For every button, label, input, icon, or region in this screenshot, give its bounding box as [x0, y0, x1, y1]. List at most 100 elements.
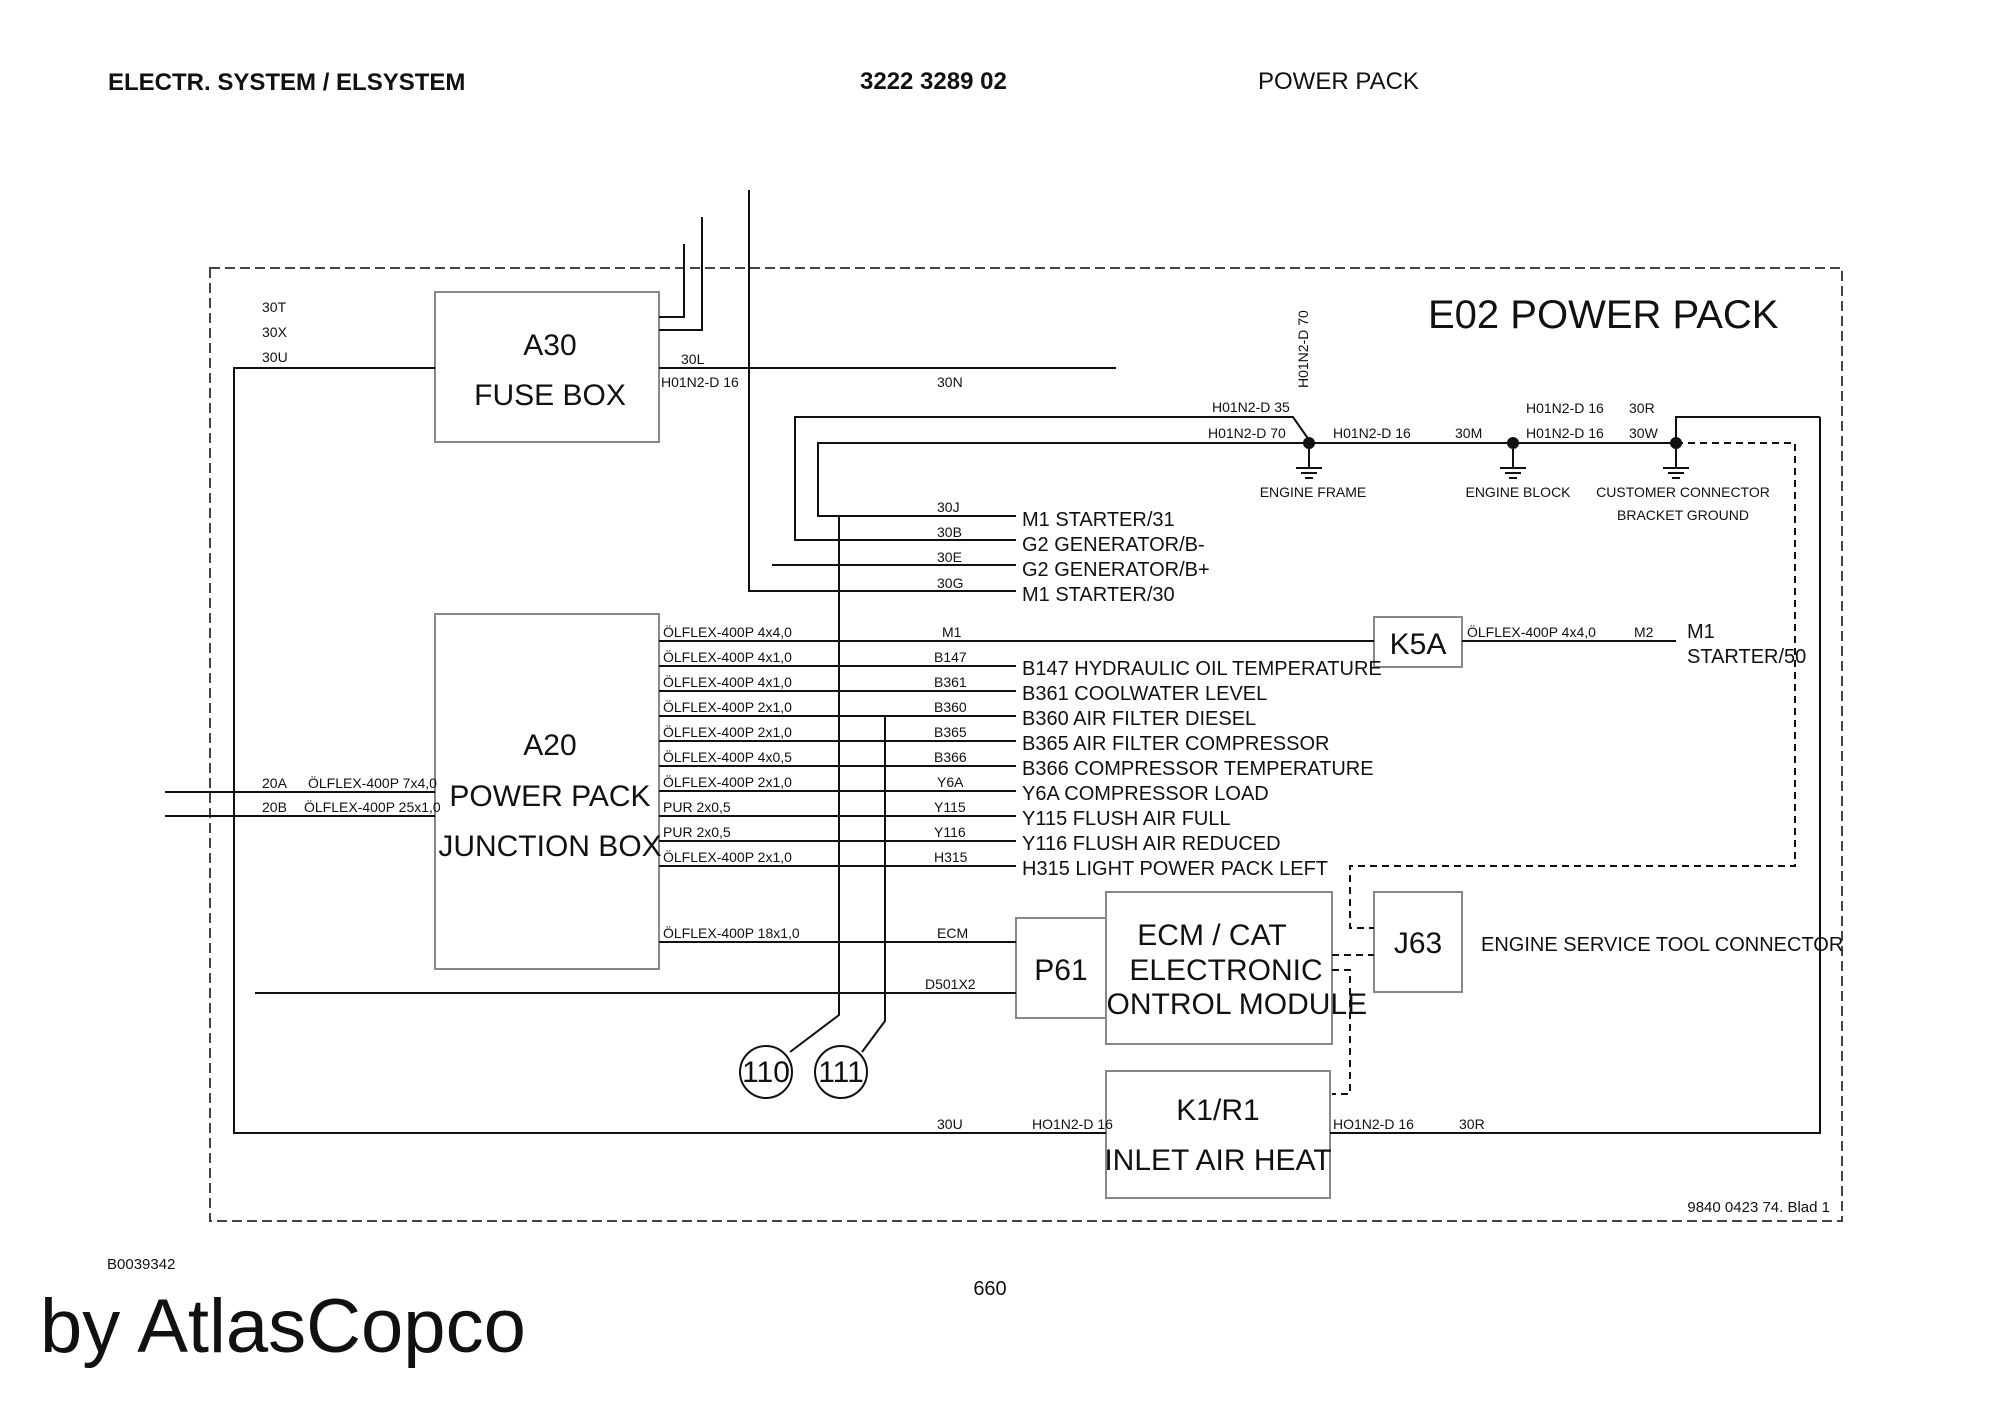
label-y6a: Y6A COMPRESSOR LOAD	[1022, 783, 1269, 805]
wire-d16-right: HO1N2-D 16	[1333, 1116, 1414, 1132]
label-b365: B365 AIR FILTER COMPRESSOR	[1022, 733, 1330, 755]
starter-50-label-1: M1	[1687, 621, 1715, 643]
junction-output-y116: PUR 2x0,5 Y116 Y116 FLUSH AIR REDUCED	[663, 824, 1281, 855]
cable-b365: ÖLFLEX-400P 2x1,0	[663, 723, 792, 740]
engine-frame-label: ENGINE FRAME	[1260, 484, 1367, 500]
junction-output-h315: ÖLFLEX-400P 2x1,0 H315 H315 LIGHT POWER …	[663, 848, 1328, 880]
generator-plus-num: 30E	[937, 549, 962, 565]
label-h315: H315 LIGHT POWER PACK LEFT	[1022, 858, 1328, 880]
input-20b-num: 20B	[262, 799, 287, 815]
generator-minus-num: 30B	[937, 524, 962, 540]
ecm-cable: ÖLFLEX-400P 18x1,0	[663, 924, 800, 941]
wire-30m: 30M	[1455, 425, 1482, 441]
brand-footer: by AtlasCopco	[40, 1284, 526, 1369]
wire-d35: H01N2-D 35	[1212, 399, 1290, 415]
cable-b147: ÖLFLEX-400P 4x1,0	[663, 648, 792, 665]
junction-box-line1: A20	[523, 729, 576, 762]
ecm-line2: ELECTRONIC	[1129, 954, 1322, 987]
junction-output-y6a: ÖLFLEX-400P 2x1,0 Y6A Y6A COMPRESSOR LOA…	[663, 773, 1269, 805]
fuse-box: A30 FUSE BOX	[434, 291, 660, 443]
ref-111-label: 111	[818, 1056, 864, 1089]
wire-d70-vertical: H01N2-D 70	[1295, 310, 1311, 388]
wire-30n: 30N	[937, 374, 963, 390]
wire-30n-cable: H01N2-D 16	[661, 374, 739, 390]
wire-d16-left: HO1N2-D 16	[1032, 1116, 1113, 1132]
starter-50-label-2: STARTER/50	[1687, 646, 1806, 668]
ecm-line1: ECM / CAT	[1137, 919, 1286, 952]
engine-block-ground	[1500, 437, 1526, 479]
junction-output-y115: PUR 2x0,5 Y115 Y115 FLUSH AIR FULL	[663, 799, 1231, 830]
ecm-line3: CONTROL MODULE	[1085, 988, 1367, 1021]
page-number: 660	[973, 1278, 1006, 1300]
dashed-links	[1332, 442, 1796, 1095]
junction-output-b365: ÖLFLEX-400P 2x1,0 B365 B365 AIR FILTER C…	[663, 723, 1330, 755]
ecm-num: ECM	[937, 925, 968, 941]
num-b147: B147	[934, 649, 967, 665]
wire-d16-c: H01N2-D 16	[1526, 425, 1604, 441]
generator-plus-label: G2 GENERATOR/B+	[1022, 559, 1210, 581]
system-boundary	[209, 267, 1843, 1222]
junction-output-b147: ÖLFLEX-400P 4x1,0 B147 B147 HYDRAULIC OI…	[663, 648, 1382, 680]
fuse-input-30u: 30U	[262, 349, 288, 365]
ref-111: 111	[814, 1045, 868, 1099]
input-20b-cable: ÖLFLEX-400P 25x1,0	[304, 798, 441, 815]
header-right: POWER PACK	[1258, 68, 1419, 95]
junction-box-line3: JUNCTION BOX	[438, 830, 661, 863]
fuse-box-line1: A30	[523, 329, 576, 362]
wire-d16-a: H01N2-D 16	[1333, 425, 1411, 441]
k5a-out-cable: ÖLFLEX-400P 4x4,0	[1467, 623, 1596, 640]
junction-output-b360: ÖLFLEX-400P 2x1,0 B360 B360 AIR FILTER D…	[663, 698, 1256, 730]
junction-output-b366: ÖLFLEX-400P 4x0,5 B366 B366 COMPRESSOR T…	[663, 748, 1374, 780]
j63-label: J63	[1394, 927, 1442, 960]
num-b365: B365	[934, 724, 967, 740]
input-20a-num: 20A	[262, 775, 288, 791]
fuse-input-30t: 30T	[262, 299, 287, 315]
customer-ground-label-1: CUSTOMER CONNECTOR	[1596, 484, 1770, 500]
label-y115: Y115 FLUSH AIR FULL	[1022, 808, 1231, 830]
header-left: ELECTR. SYSTEM / ELSYSTEM	[108, 69, 465, 96]
num-y6a: Y6A	[937, 774, 964, 790]
m1-num: M1	[942, 624, 962, 640]
ecm-box: ECM / CAT ELECTRONIC CONTROL MODULE	[1085, 891, 1367, 1045]
label-y116: Y116 FLUSH AIR REDUCED	[1022, 833, 1281, 855]
input-20a-cable: ÖLFLEX-400P 7x4,0	[308, 774, 437, 791]
engine-block-label: ENGINE BLOCK	[1465, 484, 1571, 500]
num-b361: B361	[934, 674, 967, 690]
junction-output-b361: ÖLFLEX-400P 4x1,0 B361 B361 COOLWATER LE…	[663, 673, 1267, 705]
cable-b361: ÖLFLEX-400P 4x1,0	[663, 673, 792, 690]
cable-y6a: ÖLFLEX-400P 2x1,0	[663, 773, 792, 790]
j63-box: J63	[1373, 891, 1463, 993]
cable-y115: PUR 2x0,5	[663, 799, 731, 815]
num-b360: B360	[934, 699, 967, 715]
num-y116: Y116	[934, 824, 966, 840]
heater-line1: K1/R1	[1176, 1094, 1259, 1127]
j63-description: ENGINE SERVICE TOOL CONNECTOR	[1481, 934, 1843, 956]
wire-30r-top: 30R	[1629, 400, 1655, 416]
wire-30u-bottom: 30U	[937, 1116, 963, 1132]
num-y115: Y115	[934, 799, 966, 815]
label-b147: B147 HYDRAULIC OIL TEMPERATURE	[1022, 658, 1382, 680]
engine-frame-ground	[1296, 437, 1322, 479]
p61-box: P61	[1015, 917, 1107, 1019]
starter-wire-num: 30J	[937, 499, 960, 515]
wire-30r-bottom: 30R	[1459, 1116, 1485, 1132]
starter-wire-label: M1 STARTER/31	[1022, 509, 1175, 531]
label-b360: B360 AIR FILTER DIESEL	[1022, 708, 1256, 730]
wire-30w: 30W	[1629, 425, 1659, 441]
ref-110: 110	[739, 1045, 793, 1099]
wire-d70: H01N2-D 70	[1208, 425, 1286, 441]
starter-30-num: 30G	[937, 575, 963, 591]
header-center: 3222 3289 02	[860, 68, 1007, 95]
m1-cable: ÖLFLEX-400P 4x4,0	[663, 623, 792, 640]
cable-y116: PUR 2x0,5	[663, 824, 731, 840]
junction-box-line2: POWER PACK	[449, 780, 650, 813]
heater-line2: INLET AIR HEAT	[1104, 1144, 1331, 1177]
starter-30-label: M1 STARTER/30	[1022, 584, 1175, 606]
label-b361: B361 COOLWATER LEVEL	[1022, 683, 1267, 705]
generator-minus-label: G2 GENERATOR/B-	[1022, 534, 1205, 556]
wire-30l: 30L	[681, 351, 705, 367]
customer-bracket-ground	[1663, 437, 1689, 479]
fuse-input-30x: 30X	[262, 324, 288, 340]
wire-d16-b: H01N2-D 16	[1526, 400, 1604, 416]
